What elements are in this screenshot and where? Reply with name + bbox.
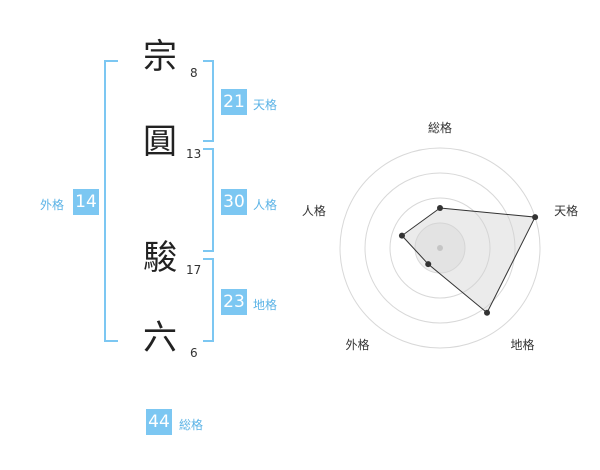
name-char-3-strokes: 17: [186, 263, 202, 277]
jinkaku-value: 30: [221, 189, 247, 215]
tenkaku-value: 21: [221, 89, 247, 115]
chikaku-label: 地格: [253, 298, 278, 312]
name-char-1-strokes: 8: [190, 66, 198, 80]
name-char-1: 宗: [143, 37, 177, 77]
chikaku-bracket: [203, 258, 214, 342]
radar-center: [437, 245, 443, 251]
radar-axis-label-2: 地格: [511, 337, 535, 352]
name-char-4: 六: [143, 318, 177, 358]
name-char-3: 駿: [143, 238, 177, 278]
tenkaku-bracket: [203, 60, 214, 142]
gaikaku-bracket: [104, 60, 118, 342]
chikaku-value: 23: [221, 289, 247, 315]
gaikaku-value: 14: [73, 189, 99, 215]
gaikaku-label: 外格: [40, 198, 65, 212]
name-char-2: 圓: [143, 122, 177, 162]
radar-axis-label-0: 総格: [428, 120, 452, 135]
name-char-4-strokes: 6: [190, 346, 198, 360]
radar-series-polygon: [401, 207, 536, 314]
soukaku-label: 総格: [179, 418, 204, 432]
tenkaku-label: 天格: [253, 98, 278, 112]
radar-axis-label-3: 外格: [345, 337, 369, 352]
jinkaku-bracket: [203, 148, 214, 252]
radar-axis-label-1: 天格: [554, 203, 578, 218]
radar-point-1: [532, 214, 539, 221]
soukaku-value: 44: [146, 409, 172, 435]
jinkaku-label: 人格: [253, 198, 278, 212]
radar-point-0: [437, 205, 443, 211]
radar-point-2: [484, 309, 491, 316]
name-char-2-strokes: 13: [186, 147, 202, 161]
radar-axis-label-4: 人格: [302, 203, 326, 218]
radar-point-4: [398, 232, 405, 239]
radar-point-3: [425, 261, 432, 268]
